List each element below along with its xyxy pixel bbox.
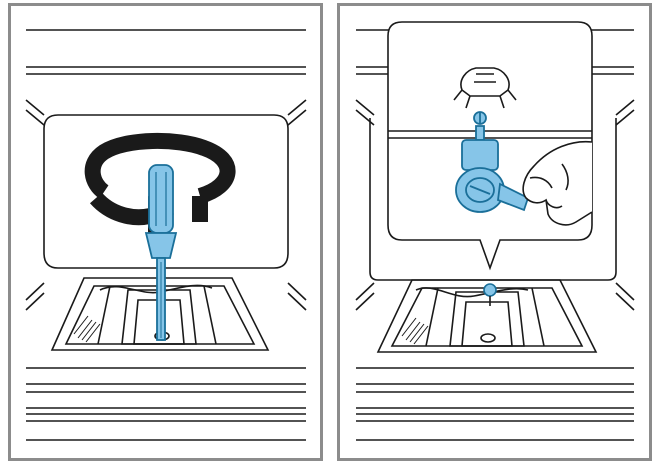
rotate-clockwise-arrow-icon: [84, 132, 236, 236]
lamp-cover-icon: [455, 111, 530, 213]
panel-step-1: [8, 3, 323, 461]
lamp-socket-icon: [453, 67, 517, 109]
callout-inner-lines: [388, 130, 592, 139]
oven-cavity-left: [25, 99, 307, 311]
lamp-position-marker: [483, 283, 497, 306]
oven-bottom-lines-right: [356, 367, 634, 441]
lamp-housing-right: [376, 279, 598, 353]
oven-bottom-lines-left: [26, 367, 306, 441]
screwdriver-icon: [144, 164, 178, 341]
panel-step-2: [337, 3, 652, 461]
hand-icon: [522, 140, 593, 226]
oven-top-lines-left: [26, 29, 306, 75]
